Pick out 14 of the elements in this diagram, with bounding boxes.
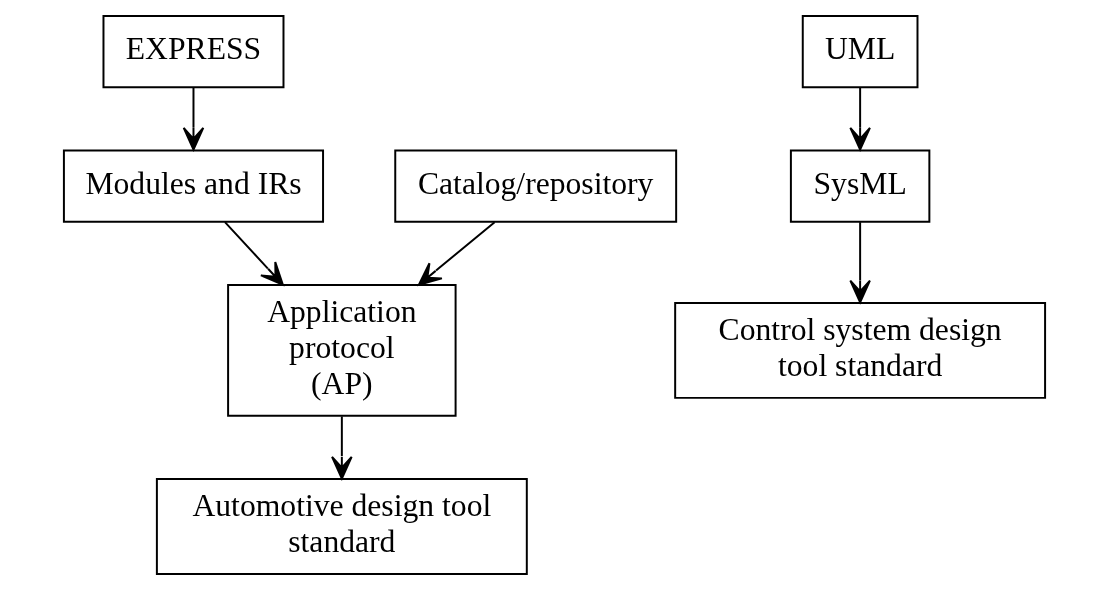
arrow (330, 415, 353, 480)
arrow (417, 221, 496, 286)
arrow (848, 86, 871, 151)
node-box: Control system design tool standard (673, 301, 1046, 399)
node-box: Automotive design tool standard (155, 478, 528, 575)
node-box: Modules and IRs (62, 149, 324, 223)
node-box: Catalog/repository (393, 149, 677, 223)
node-box: UML (801, 15, 918, 89)
node-box: SysML (789, 149, 930, 223)
arrow (848, 221, 871, 304)
node-box: Application protocol (AP) (226, 284, 457, 417)
node-box: EXPRESS (102, 15, 284, 89)
arrow (182, 86, 204, 151)
arrow (223, 221, 284, 286)
